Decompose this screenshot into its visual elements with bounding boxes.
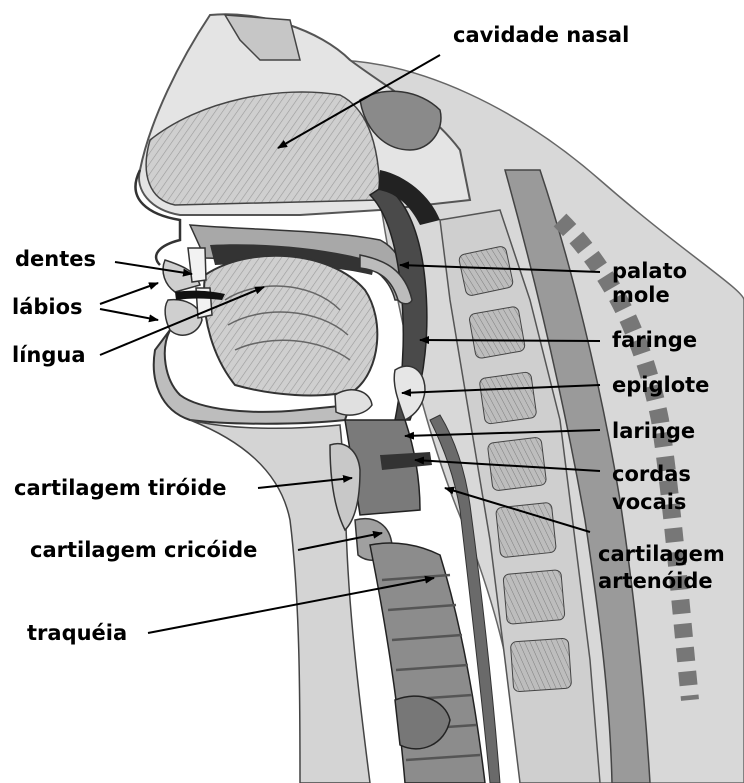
label-palato-line-1: palato: [612, 258, 687, 284]
label-palato-line-2: mole: [612, 282, 670, 308]
label-cavidade-nasal: cavidade nasal: [453, 22, 629, 48]
label-laringe: laringe: [612, 418, 695, 444]
label-epiglote: epiglote: [612, 372, 709, 398]
label-cartilagem-tiroide: cartilagem tiróide: [14, 475, 227, 501]
label-traqueia: traquéia: [27, 620, 127, 646]
label-faringe: faringe: [612, 327, 697, 353]
tongue: [204, 256, 377, 396]
hyoid: [335, 390, 372, 415]
leader-labios-lower: [100, 309, 158, 320]
upper-teeth: [188, 248, 206, 282]
label-cordas-line-1: cordas: [612, 461, 691, 487]
leader-faringe: [420, 340, 600, 341]
leader-labios-upper: [100, 283, 158, 304]
label-artenoide-line-2: artenóide: [598, 568, 713, 594]
label-lingua: língua: [12, 342, 86, 368]
label-cartilagem-cricoide: cartilagem cricóide: [30, 537, 257, 563]
label-dentes: dentes: [15, 246, 96, 272]
label-labios: lábios: [12, 294, 83, 320]
label-artenoide-line-1: cartilagem: [598, 541, 725, 567]
label-cordas-line-2: vocais: [612, 489, 686, 515]
